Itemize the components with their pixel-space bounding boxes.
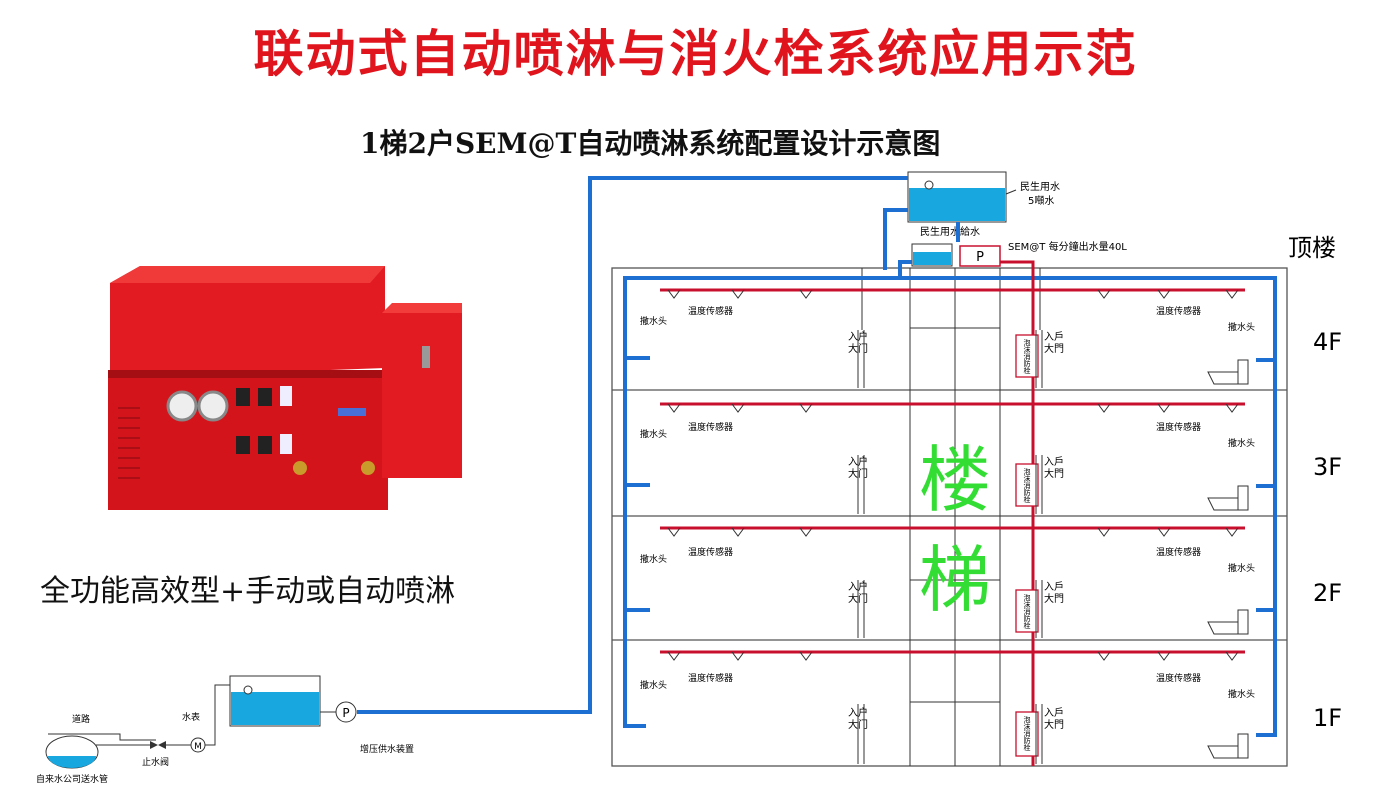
equipment-caption: 全功能高效型+手动或自动喷淋 [40, 574, 456, 609]
entrance-label: 大門 [1044, 718, 1064, 731]
foam-hydrant-char: 栓 [1024, 621, 1031, 630]
temp-sensor-label: 温度传感器 [1156, 421, 1201, 433]
foam-hydrant-char: 栓 [1024, 495, 1031, 504]
pressure-gauge-2 [197, 390, 229, 422]
sprinkler-head-label: 撒水头 [640, 679, 667, 691]
booster-label: 增压供水装置 [360, 743, 414, 755]
sprinkler-head-label: 撒水头 [1228, 321, 1255, 333]
entrance-label: 入戶 [1044, 456, 1064, 468]
entrance-label: 大門 [1044, 592, 1064, 605]
foam-hydrant-char: 沫 [1024, 600, 1031, 609]
entrance-label: 大門 [1044, 467, 1064, 480]
sprinkler-head-label: 撒水头 [640, 553, 667, 565]
roof-tank-label-1: 民生用水 [1020, 180, 1060, 193]
road-label: 道路 [72, 713, 90, 725]
foam-hydrant-char: 防 [1024, 614, 1031, 623]
foam-hydrant-char: 消 [1024, 607, 1031, 616]
temp-sensor-label: 温度传感器 [1156, 305, 1201, 317]
stop-valve-label: 止水阀 [142, 756, 169, 768]
roof-tank-label-2: 5噸水 [1028, 194, 1054, 207]
entrance-label: 大門 [1044, 342, 1064, 355]
foam-hydrant-char: 防 [1024, 488, 1031, 497]
foam-hydrant-box [1015, 711, 1039, 757]
sprinkler-head-label: 撒水头 [640, 315, 667, 327]
pressure-gauge-1 [166, 390, 198, 422]
temp-sensor-label: 温度传感器 [688, 546, 733, 558]
foam-hydrant-box [1015, 463, 1039, 507]
meter-symbol: M [194, 742, 202, 752]
temp-sensor-label: 温度传感器 [688, 421, 733, 433]
roof-pump-letter: P [976, 250, 984, 265]
stair-char-1: 楼 [919, 438, 991, 522]
floor-label-2f: 2F [1313, 579, 1342, 607]
foam-hydrant-box [1015, 589, 1039, 633]
foam-hydrant-char: 沫 [1024, 474, 1031, 483]
floor-label-4f: 4F [1313, 328, 1342, 356]
temp-sensor-label: 温度传感器 [1156, 546, 1201, 558]
foam-hydrant-box [1015, 334, 1039, 378]
booster-pump [335, 701, 357, 723]
output-note: SEM@T 每分鐘出水量40L [1008, 240, 1127, 253]
foam-hydrant-char: 防 [1024, 359, 1031, 368]
foam-hydrant-char: 防 [1024, 736, 1031, 745]
sprinkler-unit-illustration [108, 266, 462, 510]
entrance-label: 入戶 [1044, 581, 1064, 593]
temp-sensor-label: 温度传感器 [1156, 672, 1201, 684]
foam-hydrant-char: 消 [1024, 352, 1031, 361]
floor-label-3f: 3F [1313, 453, 1342, 481]
foam-hydrant-char: 沫 [1024, 345, 1031, 354]
sprinkler-head-label: 撒水头 [1228, 688, 1255, 700]
booster-pump-letter: P [342, 706, 349, 720]
temp-sensor-label: 温度传感器 [688, 672, 733, 684]
entrance-label: 入戶 [1044, 331, 1064, 343]
foam-hydrant-char: 消 [1024, 729, 1031, 738]
main-pipe-label: 自来水公司送水管 [36, 773, 108, 785]
foam-hydrant-char: 沫 [1024, 722, 1031, 731]
entrance-label: 入戶 [1044, 707, 1064, 719]
foam-hydrant-char: 泡 [1024, 715, 1031, 724]
diagram-subtitle: 1梯2户SEM@T自动喷淋系统配置设计示意图 [360, 127, 941, 160]
floor-label-1f: 1F [1313, 704, 1342, 732]
foam-hydrant-char: 泡 [1024, 593, 1031, 602]
meter-label: 水表 [182, 711, 200, 723]
supply-label: 民生用水給水 [920, 225, 980, 238]
foam-hydrant-char: 消 [1024, 481, 1031, 490]
stair-char-2: 梯 [919, 538, 991, 622]
temp-sensor-label: 温度传感器 [688, 305, 733, 317]
foam-hydrant-char: 泡 [1024, 338, 1031, 347]
page-title: 联动式自动喷淋与消火栓系统应用示范 [253, 25, 1138, 83]
sprinkler-head-label: 撒水头 [1228, 562, 1255, 574]
sprinkler-head-label: 撒水头 [640, 428, 667, 440]
sprinkler-head-label: 撒水头 [1228, 437, 1255, 449]
foam-hydrant-char: 泡 [1024, 467, 1031, 476]
foam-hydrant-char: 栓 [1024, 743, 1031, 752]
top-floor-label: 顶楼 [1288, 234, 1336, 262]
foam-hydrant-char: 栓 [1024, 366, 1031, 375]
main-supply-pipe [357, 176, 908, 714]
